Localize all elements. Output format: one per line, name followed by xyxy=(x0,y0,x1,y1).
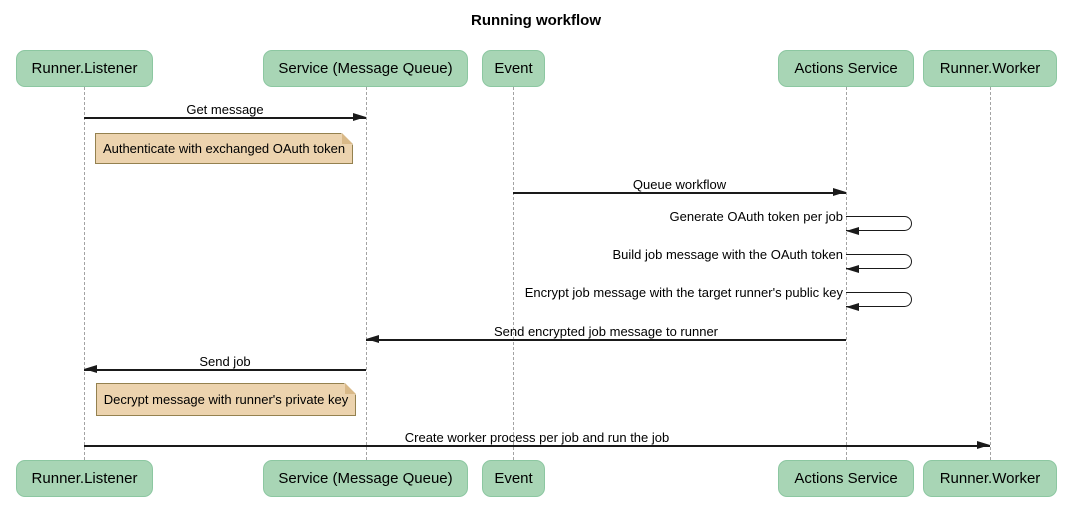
message-label-build-job-message: Build job message with the OAuth token xyxy=(612,247,843,262)
message-label-get-message: Get message xyxy=(186,102,264,117)
arrowhead-right-icon xyxy=(977,441,990,449)
lifeline-actions-service xyxy=(846,87,847,460)
message-label-send-job: Send job xyxy=(199,354,251,369)
self-loop-encrypt-job-message xyxy=(846,292,912,307)
arrowhead-left-icon xyxy=(84,365,97,373)
arrowhead-right-icon xyxy=(353,113,366,121)
note-authenticate: Authenticate with exchanged OAuth token xyxy=(95,133,353,164)
arrowhead-left-icon xyxy=(846,303,859,311)
message-line-get-message xyxy=(84,117,366,119)
lifeline-runner-worker xyxy=(990,87,991,460)
actor-top-actions-service: Actions Service xyxy=(778,50,914,87)
message-label-encrypt-job-message: Encrypt job message with the target runn… xyxy=(524,285,843,300)
message-line-send-job xyxy=(84,369,366,371)
lifeline-runner-listener xyxy=(84,87,85,460)
self-loop-build-job-message xyxy=(846,254,912,269)
message-label-send-encrypted: Send encrypted job message to runner xyxy=(493,324,719,339)
actor-top-runner-listener: Runner.Listener xyxy=(16,50,153,87)
message-line-create-worker xyxy=(84,445,990,447)
actor-bottom-runner-worker: Runner.Worker xyxy=(923,460,1057,497)
arrowhead-left-icon xyxy=(366,335,379,343)
actor-bottom-runner-listener: Runner.Listener xyxy=(16,460,153,497)
actor-top-event: Event xyxy=(482,50,545,87)
diagram-title: Running workflow xyxy=(471,12,601,29)
actor-top-runner-worker: Runner.Worker xyxy=(923,50,1057,87)
arrowhead-left-icon xyxy=(846,227,859,235)
actor-bottom-event: Event xyxy=(482,460,545,497)
actor-bottom-service-message-queue: Service (Message Queue) xyxy=(263,460,468,497)
lifeline-event xyxy=(513,87,514,460)
message-label-generate-oauth: Generate OAuth token per job xyxy=(669,209,843,224)
arrowhead-left-icon xyxy=(846,265,859,273)
actor-top-service-message-queue: Service (Message Queue) xyxy=(263,50,468,87)
note-decrypt: Decrypt message with runner's private ke… xyxy=(96,383,356,416)
message-line-queue-workflow xyxy=(513,192,846,194)
message-label-create-worker: Create worker process per job and run th… xyxy=(404,430,670,445)
message-line-send-encrypted xyxy=(366,339,846,341)
lifeline-service-message-queue xyxy=(366,87,367,460)
arrowhead-right-icon xyxy=(833,188,846,196)
actor-bottom-actions-service: Actions Service xyxy=(778,460,914,497)
message-label-queue-workflow: Queue workflow xyxy=(632,177,727,192)
self-loop-generate-oauth xyxy=(846,216,912,231)
